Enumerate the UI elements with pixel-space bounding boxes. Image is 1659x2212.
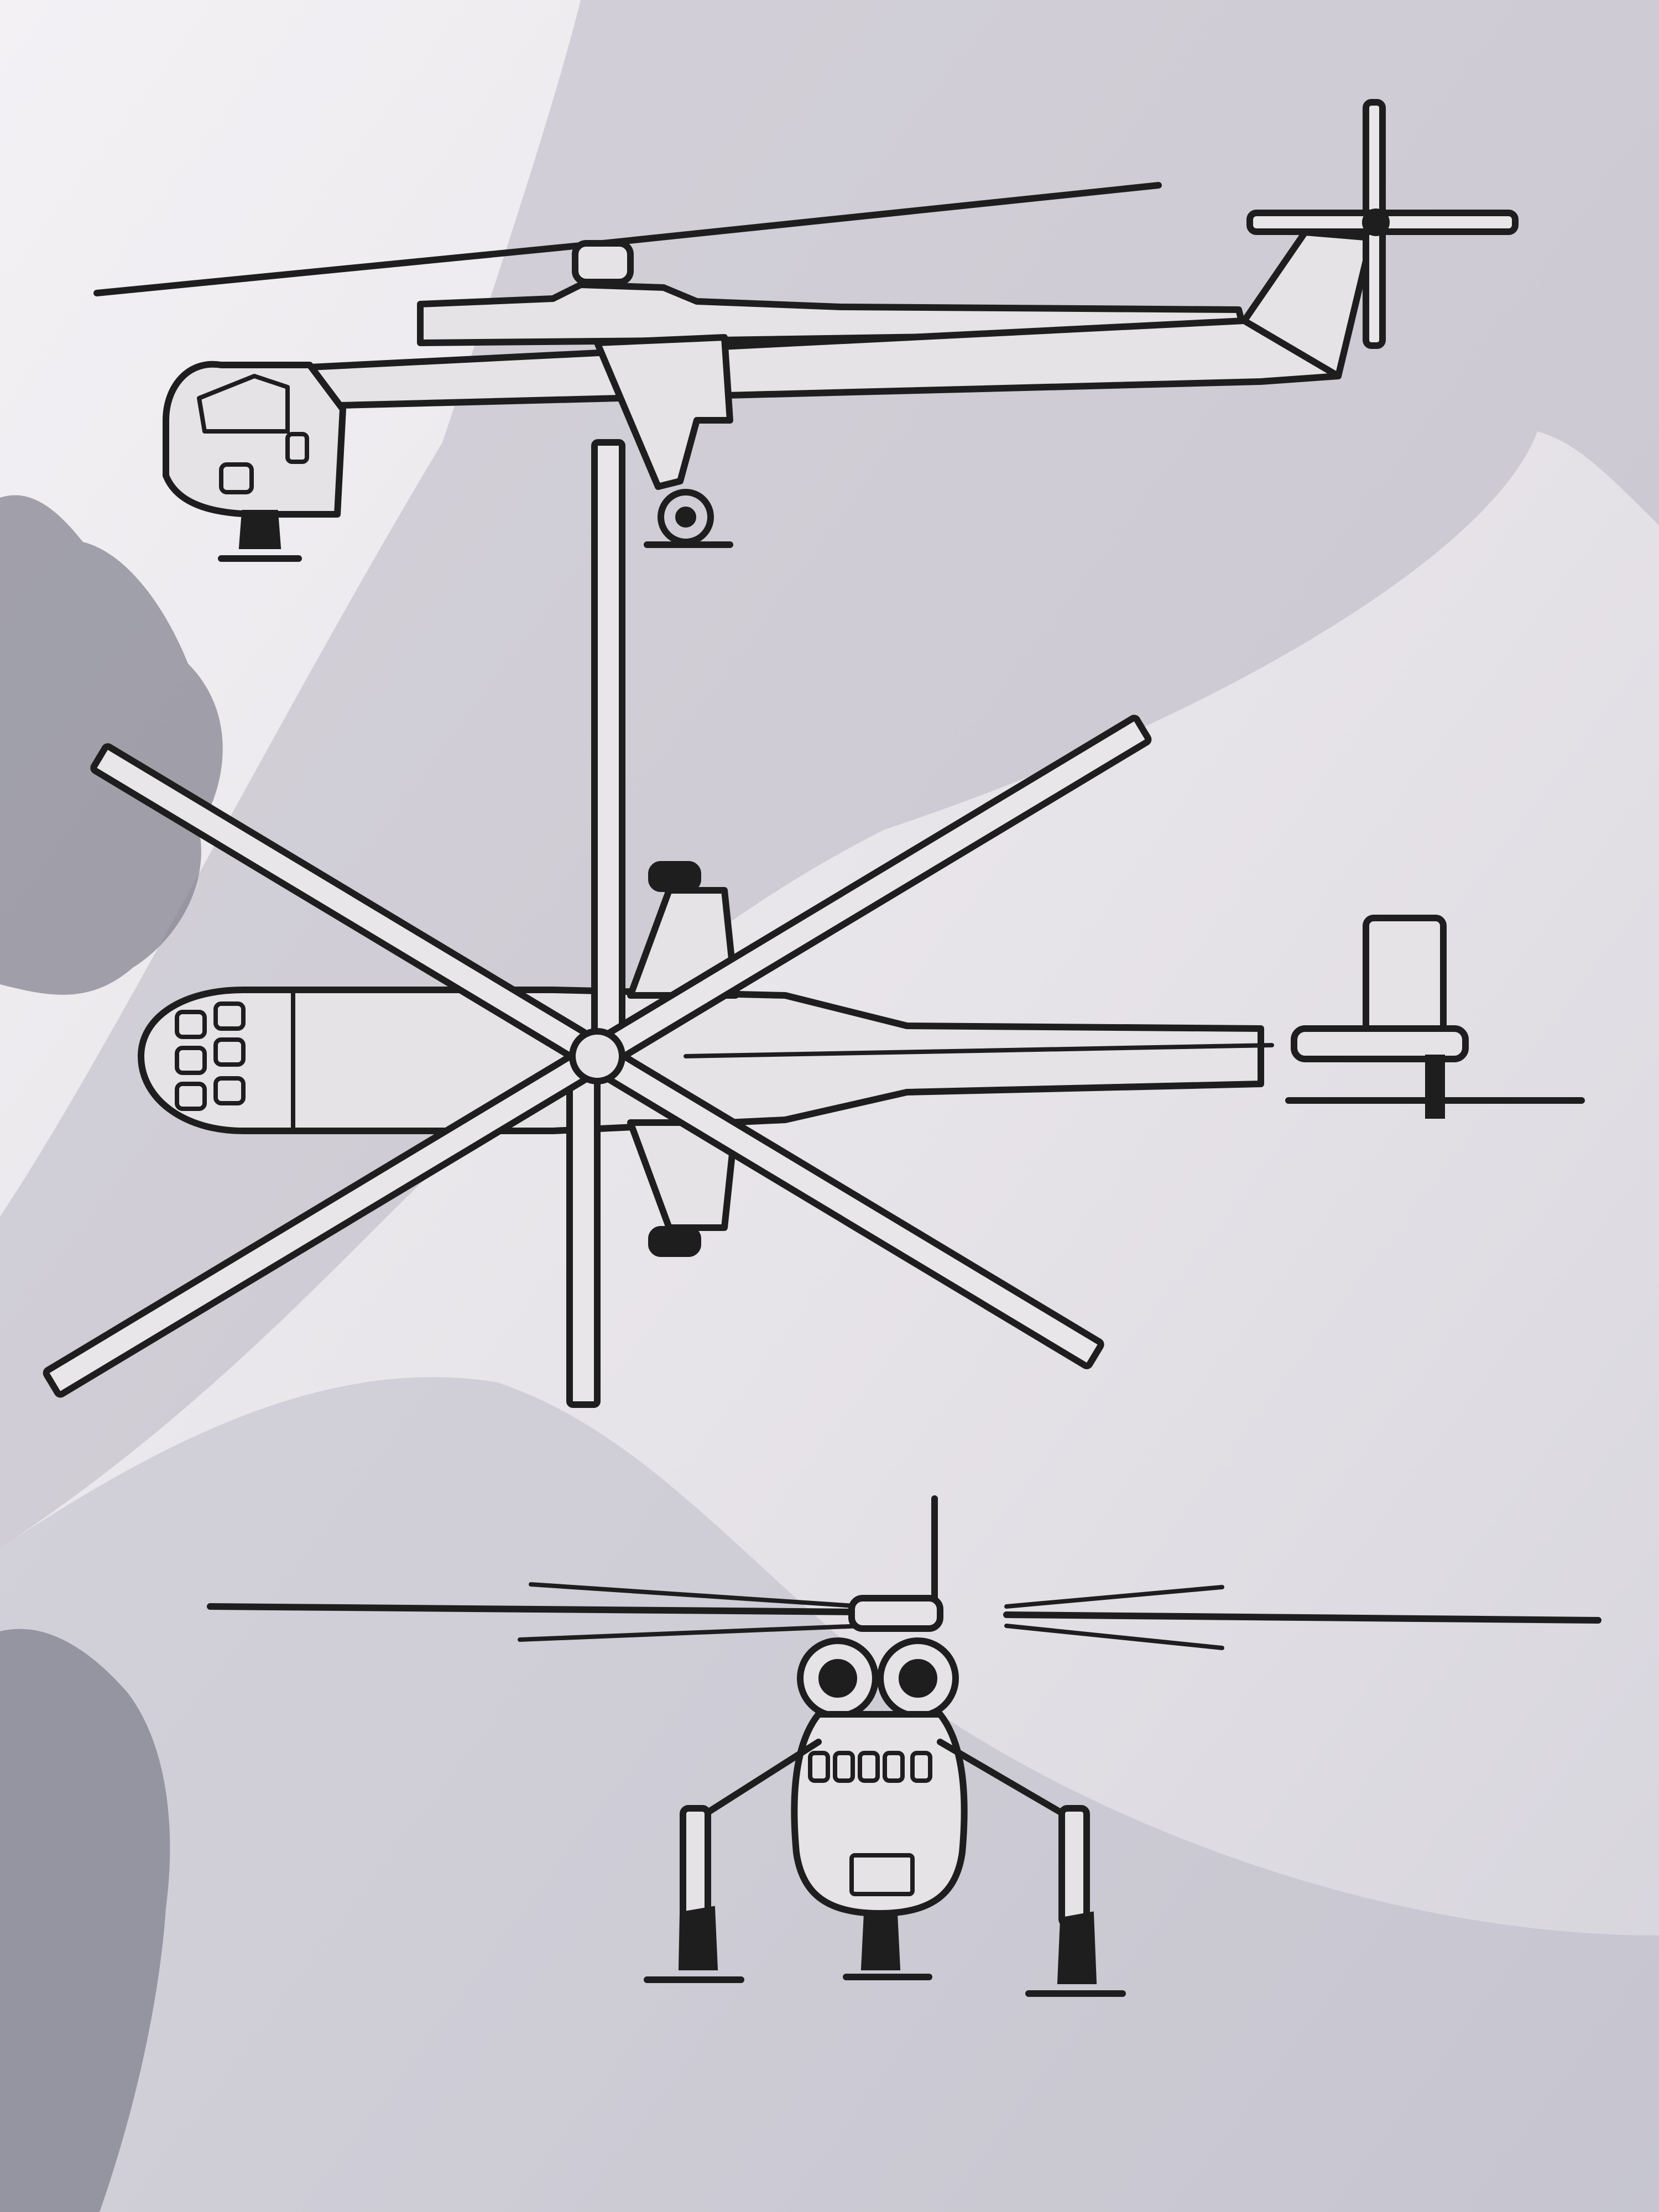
front-main-rotor-upper <box>529 1582 1224 1609</box>
side-rotor-head <box>572 240 634 285</box>
front-gear-struts <box>693 1739 1076 1823</box>
front-nose-wheel <box>860 1912 901 1970</box>
front-left-engine-intake <box>818 1659 857 1698</box>
top-main-rotor-blades <box>43 439 1152 1408</box>
helicopter-top-view-icon <box>43 439 1585 1408</box>
side-tail-rotor-hub <box>1362 208 1390 236</box>
front-windows <box>808 1751 932 1783</box>
side-cockpit <box>163 361 346 518</box>
top-tail-rotor-shaft <box>1425 1055 1445 1119</box>
side-main-gear-strut <box>594 334 733 490</box>
top-rotor-blade-up <box>591 439 625 1060</box>
front-right-wheel <box>1057 1911 1097 1984</box>
front-left-gear-leg <box>680 1805 711 1922</box>
front-right-engine-intake <box>899 1659 937 1698</box>
front-right-gear-leg <box>1058 1805 1090 1928</box>
top-rotor-blade-down <box>566 1047 601 1408</box>
top-rotor-hub <box>569 1028 625 1084</box>
front-main-rotor-long <box>207 1603 1601 1624</box>
front-cargo-hatch <box>849 1853 915 1896</box>
side-main-wheel-hub <box>675 507 696 528</box>
top-lower-wheel <box>648 1226 701 1257</box>
top-tail-boom-end <box>1291 1025 1469 1062</box>
top-tail-fin <box>1363 915 1447 1043</box>
front-rotor-head <box>848 1595 943 1632</box>
side-cockpit-window <box>197 374 290 434</box>
top-cockpit-windows <box>175 1001 246 1111</box>
top-tail-drive-shaft <box>684 1043 1274 1058</box>
front-ground-lines <box>644 1974 1126 1997</box>
front-left-wheel <box>678 1906 718 1970</box>
helicopter-front-view-icon <box>207 1495 1601 1997</box>
helicopter-side-view-icon <box>93 99 1519 562</box>
leaf-shadow-lower-left <box>0 1629 170 2212</box>
side-nose-gear <box>238 510 281 549</box>
side-door-window <box>285 432 309 464</box>
top-upper-wheel <box>648 861 701 892</box>
side-cabin-window <box>219 462 254 494</box>
front-main-rotor-lower <box>518 1624 1224 1650</box>
